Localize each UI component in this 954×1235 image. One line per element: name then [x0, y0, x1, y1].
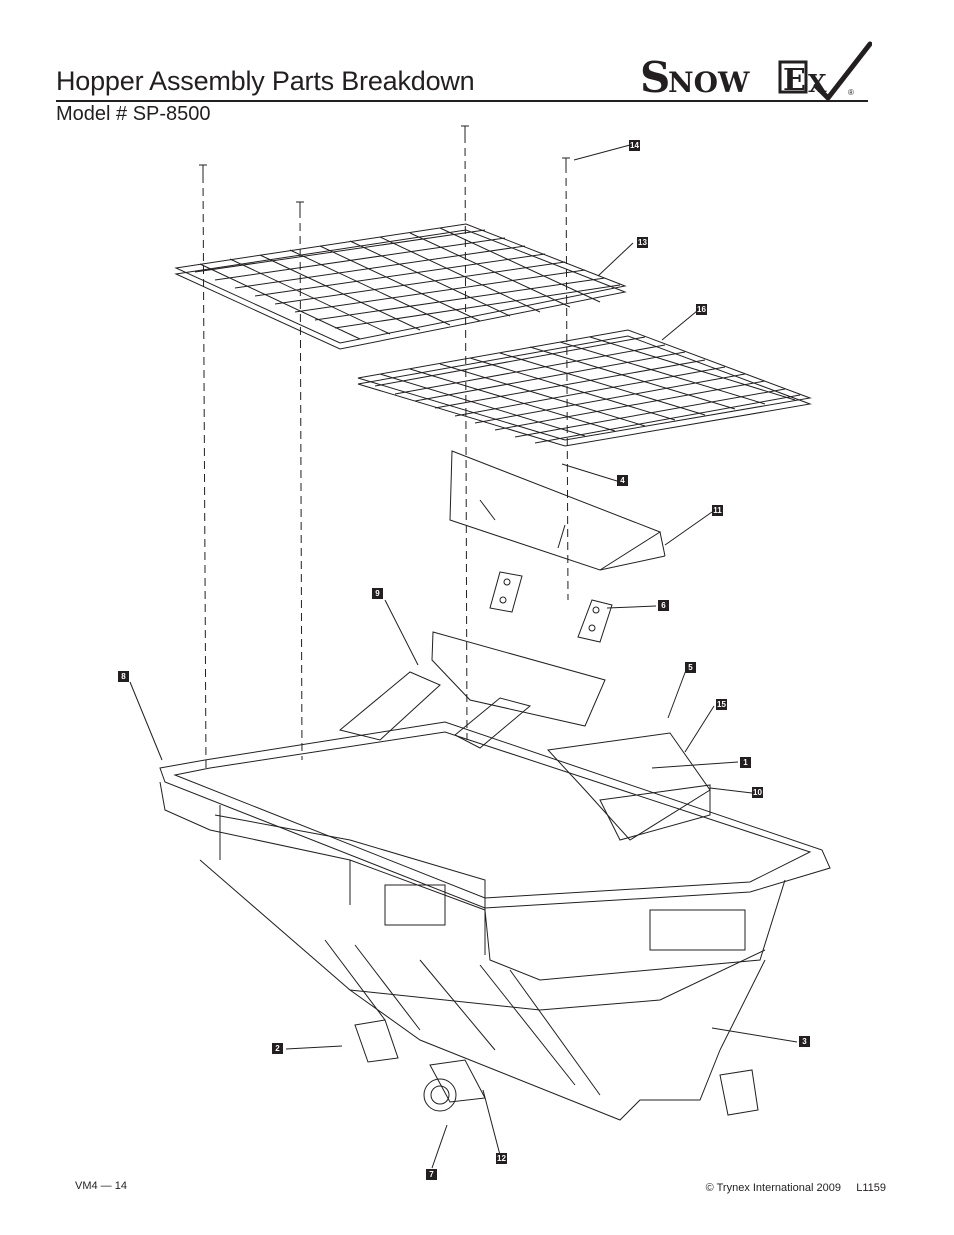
callout-15: 15: [716, 699, 727, 710]
screws-14: [199, 125, 570, 213]
motor-mount: [354, 1019, 759, 1116]
svg-text:NOW: NOW: [668, 66, 750, 99]
svg-text:E: E: [783, 63, 806, 98]
callout-12: 12: [496, 1153, 507, 1164]
callout-6: 6: [658, 600, 669, 611]
callout-13: 13: [637, 237, 648, 248]
callout-9: 9: [372, 588, 383, 599]
callout-11: 11: [712, 505, 723, 516]
callout-16: 16: [696, 304, 707, 315]
alignment-lines: [202, 134, 569, 771]
deflector-9: [338, 631, 606, 749]
copyright-notice: © Trynex International 2009 L1159: [705, 1182, 886, 1194]
svg-text:S: S: [640, 53, 670, 102]
callout-10: 10: [752, 787, 763, 798]
hopper-body-8: [159, 721, 831, 1121]
title-rule: [56, 100, 868, 102]
upper-grate-13: [174, 223, 627, 350]
brand-logo: S NOW E X ®: [640, 40, 873, 102]
model-subtitle: Model # SP-8500: [56, 103, 211, 125]
callout-7: 7: [426, 1169, 437, 1180]
callout-5: 5: [685, 662, 696, 673]
callout-1: 1: [740, 757, 751, 768]
lower-grate-16: [357, 329, 812, 447]
callout-8: 8: [118, 671, 129, 682]
callout-2: 2: [272, 1043, 283, 1054]
callout-14: 14: [629, 140, 640, 151]
chute-10: [546, 732, 711, 841]
leader-lines: [129, 144, 798, 1169]
page-title: Hopper Assembly Parts Breakdown: [56, 66, 475, 96]
callout-3: 3: [799, 1036, 810, 1047]
callout-4: 4: [617, 475, 628, 486]
baffle-11: [449, 450, 666, 571]
page-number: VM4 — 14: [75, 1180, 127, 1192]
logo-mark: S NOW E X ®: [640, 41, 873, 102]
svg-text:®: ®: [848, 88, 854, 97]
brackets-6: [489, 571, 613, 643]
